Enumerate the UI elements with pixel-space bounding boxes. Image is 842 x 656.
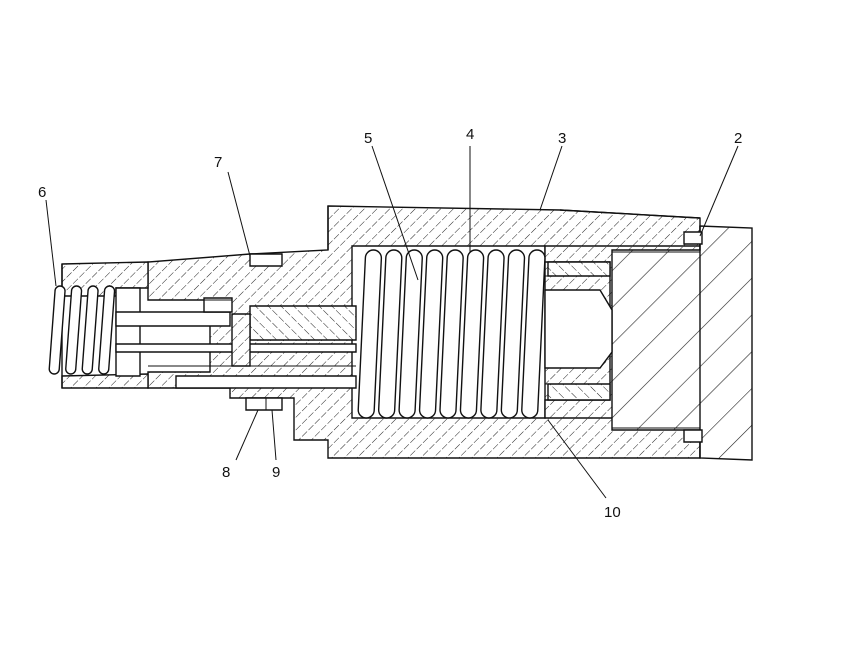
leader-2	[699, 145, 739, 237]
spring-coil	[418, 249, 444, 419]
leader-lines	[45, 145, 739, 499]
plunger-bore	[544, 261, 613, 401]
spring-coil	[459, 249, 485, 419]
end-cap	[611, 225, 753, 461]
spring-coil	[398, 249, 423, 419]
spring-coil	[98, 285, 116, 375]
callout-4: 4	[466, 126, 474, 143]
leader-6	[45, 199, 57, 287]
main-compression-spring	[357, 249, 546, 419]
leader-7	[227, 171, 251, 257]
spring-coil	[357, 249, 383, 419]
leader-10	[547, 419, 607, 499]
small-compression-spring	[48, 285, 116, 375]
spring-coil	[48, 285, 66, 375]
callout-10: 10	[604, 504, 621, 521]
inner-shaft	[115, 297, 357, 389]
spring-coil	[439, 249, 464, 419]
leader-5	[371, 145, 419, 281]
spring-coil	[65, 285, 83, 375]
callout-2: 2	[734, 130, 742, 147]
collar-ring	[245, 253, 283, 411]
callout-7: 7	[214, 154, 222, 171]
callout-9: 9	[272, 464, 280, 481]
callout-3: 3	[558, 130, 566, 147]
callout-6: 6	[38, 184, 46, 201]
leader-3	[539, 145, 563, 211]
spring-coil	[377, 249, 403, 419]
callout-8: 8	[222, 464, 230, 481]
leader-8	[235, 409, 259, 461]
spring-coil	[500, 249, 526, 419]
callout-5: 5	[364, 130, 372, 147]
spring-coil	[480, 249, 505, 419]
spring-coil	[81, 285, 99, 375]
callout-labels: 2 3 4 5 6 7 8 9 10	[38, 126, 742, 521]
leader-9	[271, 409, 277, 461]
spring-coil	[521, 249, 546, 419]
